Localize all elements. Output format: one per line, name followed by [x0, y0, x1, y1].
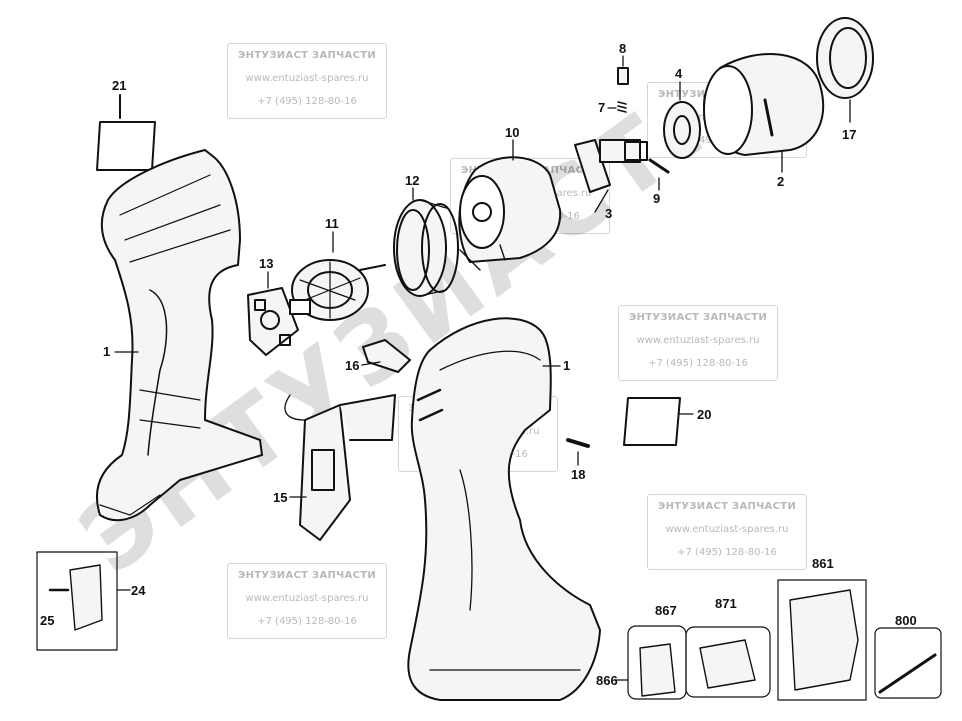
- watermark-title: ЭНТУЗИАСТ ЗАПЧАСТИ: [237, 50, 377, 61]
- part-867-battery-box: [627, 625, 687, 700]
- watermark-title: ЭНТУЗИАСТ ЗАПЧАСТИ: [657, 501, 797, 512]
- callout-18: 18: [571, 467, 586, 482]
- callout-7: 7: [598, 100, 606, 115]
- watermark-box: ЭНТУЗИАСТ ЗАПЧАСТИ www.entuziast-spares.…: [618, 305, 778, 381]
- part-10-gear-case: [458, 156, 562, 271]
- callout-13: 13: [259, 256, 274, 271]
- watermark-box: ЭНТУЗИАСТ ЗАПЧАСТИ www.entuziast-spares.…: [647, 494, 807, 570]
- watermark-site: www.entuziast-spares.ru: [245, 593, 369, 604]
- callout-3: 3: [605, 206, 613, 221]
- part-17-bumper: [816, 17, 874, 99]
- part-13-brush-holder: [247, 287, 299, 356]
- watermark-site: www.entuziast-spares.ru: [665, 524, 789, 535]
- callout-20: 20: [697, 407, 712, 422]
- callout-867: 867: [655, 603, 677, 618]
- watermark-site: www.entuziast-spares.ru: [636, 335, 760, 346]
- callout-1-left: 1: [103, 344, 111, 359]
- part-9-pin: [648, 158, 670, 174]
- callout-21: 21: [112, 78, 127, 93]
- part-21-label: [96, 121, 156, 171]
- callout-15: 15: [273, 490, 288, 505]
- part-12-magnet-ring: [393, 199, 459, 297]
- part-20-label: [623, 397, 681, 446]
- callout-2: 2: [777, 174, 785, 189]
- callout-1-right: 1: [563, 358, 571, 373]
- callout-9: 9: [653, 191, 661, 206]
- watermark-phone: +7 (495) 128-80-16: [257, 96, 357, 107]
- callout-8: 8: [619, 41, 627, 56]
- callout-861: 861: [812, 556, 834, 571]
- watermark-phone: +7 (495) 128-80-16: [648, 358, 748, 369]
- watermark-title: ЭНТУЗИАСТ ЗАПЧАСТИ: [237, 570, 377, 581]
- callout-25: 25: [40, 613, 55, 628]
- callout-866: 866: [596, 673, 618, 688]
- callout-4: 4: [675, 66, 683, 81]
- part-18-screw: [566, 438, 590, 448]
- part-1-housing-half: [96, 149, 263, 522]
- part-11-armature: [289, 259, 386, 321]
- watermark-site: www.entuziast-spares.ru: [245, 73, 369, 84]
- part-8-detent-pin: [617, 67, 629, 85]
- callout-871: 871: [715, 596, 737, 611]
- watermark-box: ЭНТУЗИАСТ ЗАПЧАСТИ www.entuziast-spares.…: [227, 43, 387, 119]
- callout-16: 16: [345, 358, 360, 373]
- watermark-phone: +7 (495) 128-80-16: [677, 547, 777, 558]
- part-800-accessory-box: [874, 627, 942, 699]
- part-7-spring: [617, 101, 627, 113]
- part-24-belt-clip-kit: [36, 551, 118, 651]
- watermark-title: ЭНТУЗИАСТ ЗАПЧАСТИ: [628, 312, 768, 323]
- callout-12: 12: [405, 173, 420, 188]
- part-2-nose-housing: [703, 52, 825, 156]
- part-3-anvil: [574, 139, 648, 193]
- part-16-switch-button: [362, 339, 411, 373]
- part-15-switch: [284, 394, 396, 541]
- callout-24: 24: [131, 583, 146, 598]
- part-1-housing-assembled: [407, 317, 601, 701]
- watermark-phone: +7 (495) 128-80-16: [257, 616, 357, 627]
- part-861-carry-case-box: [777, 579, 867, 701]
- callout-17: 17: [842, 127, 857, 142]
- callout-11: 11: [325, 216, 339, 231]
- part-4-washer: [663, 101, 701, 159]
- callout-800: 800: [895, 613, 917, 628]
- watermark-box: ЭНТУЗИАСТ ЗАПЧАСТИ www.entuziast-spares.…: [227, 563, 387, 639]
- callout-10: 10: [505, 125, 520, 140]
